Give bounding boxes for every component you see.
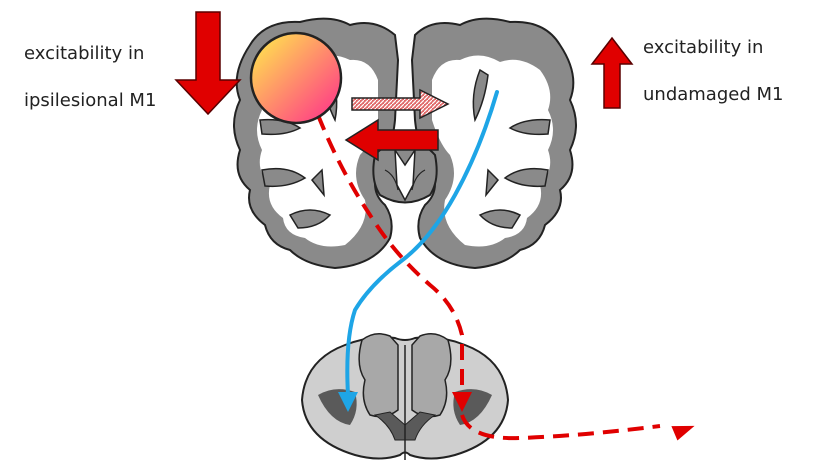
spinal-cord-section	[302, 334, 508, 460]
left-label-line2: ipsilesional M1	[24, 92, 156, 110]
central-structures	[373, 144, 436, 203]
spinal-grey-matter-left	[359, 334, 398, 417]
lesion-circle	[251, 33, 341, 123]
right-label-line2: undamaged M1	[643, 86, 783, 104]
decrease-arrow-icon	[176, 12, 240, 114]
spinal-grey-matter-right	[412, 334, 451, 417]
increase-arrow-icon	[592, 38, 632, 108]
right-label-line1: excitability in	[643, 39, 763, 57]
left-label-line1: excitability in	[24, 45, 144, 63]
